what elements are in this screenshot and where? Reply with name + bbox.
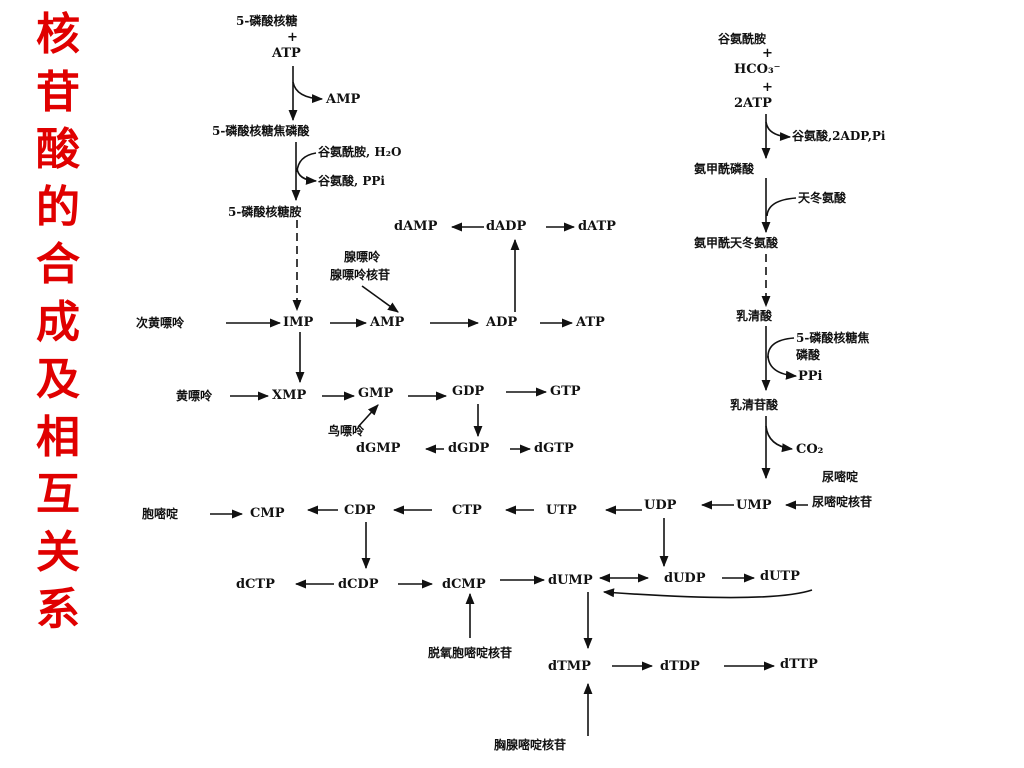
gdp: GDP [452,384,485,399]
title-char: 的 [36,181,80,233]
atp-input: ATP [272,46,301,61]
title-char: 及 [36,354,80,405]
amp-byproduct: AMP [326,92,361,107]
gtp: GTP [550,384,581,399]
dctp: dCTP [236,577,275,592]
orotidylate: 乳清苷酸 [730,398,779,412]
side-title: 核 苷 酸 的 合 成 及 相 互 关 系 [28,6,88,639]
guanine: 鸟嘌呤 [328,424,365,438]
carbamoyl-aspartate: 氨甲酰天冬氨酸 [694,236,779,250]
damp: dAMP [394,219,438,234]
dgdp: dGDP [448,441,490,456]
hypoxanthine: 次黄嘌呤 [136,316,185,330]
dutp: dUTP [760,569,800,584]
deoxycytidine: 脱氧胞嘧啶核苷 [428,646,513,660]
imp: IMP [283,315,314,330]
prpp: 5-磷酸核糖焦磷酸 [212,124,310,138]
dadp: dADP [486,219,527,234]
arrow-prpp2-in [767,337,795,359]
aspartate: 天冬氨酸 [798,191,847,205]
title-char: 合 [36,239,80,290]
arrow-ppi-out [767,355,798,380]
arrow-gln-in [296,152,317,173]
cdp: CDP [344,503,376,518]
title-char: 系 [36,584,80,635]
title-char: 互 [36,469,80,520]
title-char: 酸 [36,124,80,175]
dudp: dUDP [664,571,706,586]
xanthine: 黄嘌呤 [176,389,213,403]
udp: UDP [644,498,677,513]
dgmp: dGMP [356,441,401,456]
ribose-5-phosphate: 5-磷酸核糖 [236,14,298,28]
plus-sign: + [762,80,773,95]
adenosine: 腺嘌呤核苷 [330,268,391,282]
plus-sign: + [762,46,773,61]
thymidine: 胸腺嘧啶核苷 [494,738,567,752]
amp: AMP [370,315,405,330]
adp: ADP [486,315,518,330]
dcmp: dCMP [442,577,486,592]
utp: UTP [546,503,577,518]
cmp: CMP [250,506,285,521]
adenine: 腺嘌呤 [344,250,381,264]
arrow-dutp-dump [602,588,813,599]
dtmp: dTMP [548,659,591,674]
arrow-asp-in [766,197,797,217]
datp: dATP [578,219,616,234]
two-atp: 2ATP [734,96,772,111]
atp: ATP [576,315,605,330]
bicarbonate: HCO₃⁻ [734,62,781,77]
title-char: 相 [36,411,80,463]
dump: dUMP [548,573,593,588]
dttp: dTTP [780,657,818,672]
glutamine-water: 谷氨酰胺, H₂O [318,145,402,159]
dcdp: dCDP [338,577,379,592]
phosphoribosylamine: 5-磷酸核糖胺 [228,205,302,219]
arrow-co2-out [765,425,794,453]
ctp: CTP [452,503,482,518]
ppi: PPi [798,369,823,384]
arrow-amp-out [292,81,324,104]
arrow-glu-out [296,167,318,185]
title-char: 成 [36,296,80,348]
dgtp: dGTP [534,441,574,456]
gmp: GMP [358,386,394,401]
uridine: 尿嘧啶核苷 [812,495,873,509]
uracil: 尿嘧啶 [822,470,859,484]
orotate: 乳清酸 [736,309,773,323]
title-char: 关 [36,526,80,578]
arrow-adenine-amp [361,285,399,313]
title-char: 核 [36,9,80,60]
prpp-pyrimidine: 5-磷酸核糖焦磷酸 [796,331,870,362]
cytosine: 胞嘧啶 [142,507,179,521]
xmp: XMP [272,388,307,403]
arrow-glu-adp-out [765,121,792,142]
co2: CO₂ [796,442,824,457]
glutamate-ppi: 谷氨酸, PPi [318,174,385,188]
dtdp: dTDP [660,659,700,674]
plus-sign: + [287,30,298,45]
title-char: 苷 [36,66,80,118]
arrow-guanine-gmp [357,404,379,428]
glutamate-adp-pi: 谷氨酸,2ADP,Pi [792,129,886,143]
ump: UMP [736,498,772,513]
glutamine: 谷氨酰胺 [718,32,767,46]
carbamoyl-phosphate: 氨甲酰磷酸 [694,162,755,176]
